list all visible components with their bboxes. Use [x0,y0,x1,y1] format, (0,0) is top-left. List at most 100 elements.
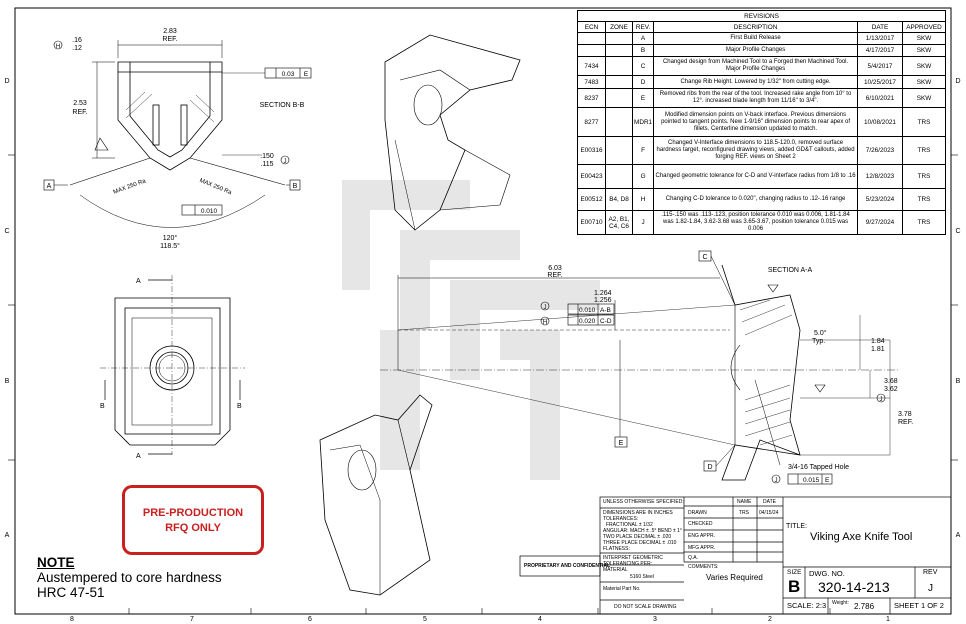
zone-side-c-left: C [4,228,9,235]
tb-three: THREE PLACE DECIMAL ± .010 [603,540,677,546]
tb-weight: 2.786 [854,602,875,611]
aa-dia-hi: 1.264 [594,290,612,297]
aa-thread-datum: E [825,477,830,484]
bb-perp-value: 0.03 [282,71,295,78]
rev-header-date: DATE [857,21,903,33]
iso-view-top [384,34,521,231]
tb-weight-label: Weight: [832,600,849,606]
bb-datum-a: A [47,183,52,190]
bb-width-ref: REF. [162,36,177,43]
tb-qa: Q.A. [688,555,699,561]
aa-pos1-datum: A-B [600,307,611,314]
bb-section-label: SECTION B-B [260,102,305,109]
bb-finish-right: MAX 250 Ra [198,178,232,197]
note-line-1: Austempered to core hardness [37,570,222,585]
note-heading: NOTE [37,555,75,570]
aa-pos2-datum: C-D [600,318,612,325]
aa-dim-378-ref: REF. [898,419,913,426]
cut-a-bottom: A [136,453,141,460]
tb-frac: FRACTIONAL ± 1/32 [606,522,653,528]
note-block: NOTE Austempered to core hardness HRC 47… [37,555,222,600]
rev-header-approved: APPROVED [902,21,946,33]
zone-side-b-left: B [5,378,10,385]
tb-interpret: INTERPRET GEOMETRIC TOLERANCING PER: [603,555,663,567]
aa-section-label: SECTION A-A [768,267,813,274]
tb-dwg-label: DWG. NO. [809,569,845,578]
aa-pos1-value: 0.010 [579,307,596,314]
bb-angle-lo: 118.5° [160,242,180,250]
tb-two: TWO PLACE DECIMAL ± .020 [603,534,672,540]
bb-perp-datum: E [304,71,309,78]
title-block-grid [519,496,952,615]
bb-balloon-j: J [284,159,287,165]
rev-header-zone: ZONE [605,21,633,33]
tb-unless: UNLESS OTHERWISE SPECIFIED: [603,499,684,505]
tb-drawn-date: 04/15/24 [759,510,779,516]
bb-top-dim-hi: .16 [72,37,82,44]
tb-ang: ANGULAR: MACH ± .5° BEND ± 1° [603,528,682,534]
aa-dim-362: 3.62 [884,386,898,393]
zone-top-2: 2 [768,616,772,623]
bb-angle-hi: 120° [163,234,178,242]
bb-datum-b: B [293,183,298,190]
tb-tol: TOLERANCES: [603,516,639,522]
aa-datum-c: C [702,254,707,261]
aa-dim-184: 1.84 [871,338,885,345]
tb-drawn-name: TRS [739,510,749,516]
iso-view-bottom [319,394,433,596]
bb-height-ref: REF. [72,109,87,116]
front-view-labels: A A B B [100,278,242,460]
tb-sheet: SHEET 1 OF 2 [894,601,944,610]
aa-pos2-value: 0.020 [579,318,596,325]
tb-drawn: DRAWN [688,510,707,516]
aa-dim-378: 3.78 [898,411,912,418]
tb-size-label: SIZE [787,569,802,576]
tb-title-label: TITLE: [786,523,808,530]
tb-checked: CHECKED [688,521,713,527]
tb-name-header: NAME [737,499,752,505]
tb-title: Viking Axe Knife Tool [810,531,913,543]
tb-size: B [788,577,801,596]
stamp-line-1: PRE-PRODUCTION [142,507,244,519]
tb-proprietary: PROPRIETARY AND CONFIDENTIAL [524,563,611,569]
aa-dim-368: 3.68 [884,378,898,385]
rev-header-description: DESCRIPTION [653,21,858,33]
bb-side-dim-lo: .115 [260,161,273,168]
pre-production-stamp: PRE-PRODUCTION RFQ ONLY [122,485,264,555]
aa-angle: 5.0° [814,329,827,337]
aa-angle-typ: Typ. [812,338,825,345]
zone-side-d-left: D [4,78,9,85]
tb-dims: DIMENSIONS ARE IN INCHES [603,510,673,516]
front-view [100,275,245,455]
section-bb-labels: 2.83 REF. 2.53 REF. .16 .12 H .150 .115 … [47,28,309,250]
bb-balloon-h: H [56,44,60,50]
zone-top-7: 7 [190,616,194,623]
zone-top-4: 4 [538,616,542,623]
tb-rev: J [928,583,933,594]
zone-side-d-right: D [955,78,960,85]
zone-top-5: 5 [423,616,427,623]
aa-balloon-h: H [543,320,547,326]
stamp-line-2: RFQ ONLY [165,522,221,534]
zone-top-3: 3 [653,616,657,623]
cut-a-top: A [136,278,141,285]
cut-b-right: B [237,403,242,410]
aa-datum-e: E [619,440,624,447]
tb-eng: ENG APPR. [688,533,715,539]
aa-balloon-j3: J [880,397,883,403]
zone-side-a-left: A [5,532,10,539]
zone-top-1: 1 [886,616,890,623]
tb-scale: SCALE: 2:3 [787,601,827,610]
tb-material-part: Material Part No. [603,586,641,592]
aa-length-ref: REF. [547,272,562,279]
aa-thread-label: 3/4-16 Tapped Hole [788,464,849,471]
